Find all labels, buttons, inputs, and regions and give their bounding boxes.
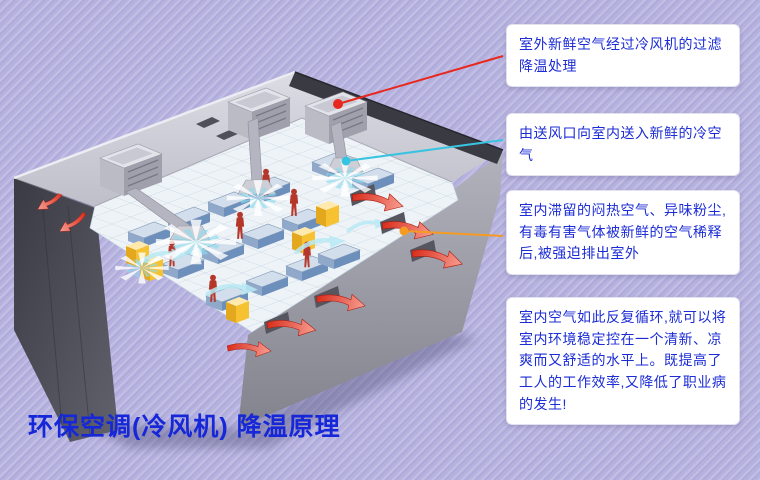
callout-exhaust-dilution: 室内滞留的闷热空气、异味粉尘,有毒有害气体被新鲜的空气稀释后,被强迫排出室外: [506, 190, 740, 276]
callout-fresh-air-intake: 室外新鲜空气经过冷风机的过滤降温处理: [506, 24, 740, 88]
callout-fresh-air-intake-text: 室外新鲜空气经过冷风机的过滤降温处理: [519, 36, 722, 74]
connector-fresh-air: [337, 55, 504, 105]
marker-dot-fresh-air: [333, 99, 343, 109]
page-title: 环保空调(冷风机) 降温原理: [28, 413, 341, 441]
connector-cold-air-supply: [345, 139, 504, 162]
marker-dot-cold-air-supply: [341, 156, 351, 166]
callout-cycle-summary: 室内空气如此反复循环,就可以将室内环境稳定控在一个清新、凉爽而又舒适的水平上。既…: [506, 297, 740, 426]
connector-exhaust: [403, 230, 504, 237]
marker-dot-exhaust: [399, 226, 409, 236]
callout-cold-air-supply: 由送风口向室内送入新鲜的冷空气: [506, 113, 740, 177]
front-wall: [238, 152, 503, 428]
left-wall: [13, 177, 118, 442]
callout-exhaust-dilution-text: 室内滞留的闷热空气、异味粉尘,有毒有害气体被新鲜的空气稀释后,被强迫排出室外: [519, 202, 727, 262]
callout-cycle-summary-text: 室内空气如此反复循环,就可以将室内环境稳定控在一个清新、凉爽而又舒适的水平上。既…: [519, 309, 727, 412]
callout-cold-air-supply-text: 由送风口向室内送入新鲜的冷空气: [519, 125, 722, 163]
factory-floor: [89, 117, 459, 333]
